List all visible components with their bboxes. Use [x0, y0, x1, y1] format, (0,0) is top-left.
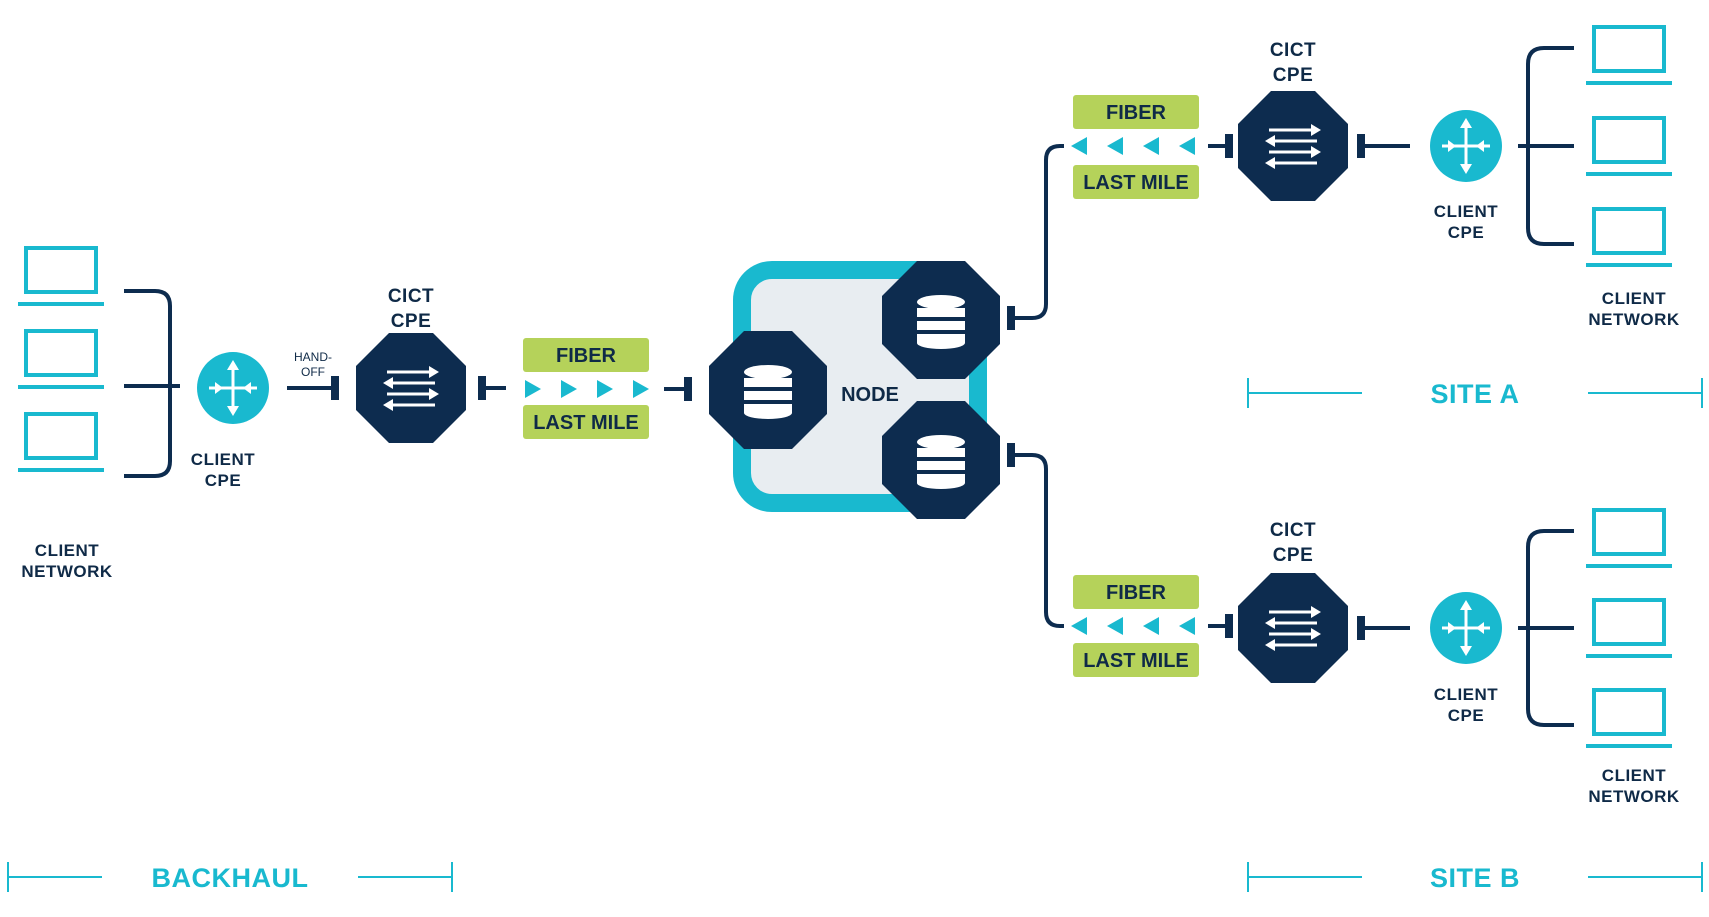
site-b-client-network: CLIENT NETWORK	[1526, 508, 1680, 806]
laptop-icon	[16, 329, 106, 389]
database-icon	[882, 401, 1000, 519]
client-network-label: CLIENT	[35, 541, 100, 560]
client-network-label: CLIENT	[1602, 766, 1667, 785]
client-cpe-label: CPE	[1448, 706, 1484, 725]
site-b-fiber-band: FIBER LAST MILE	[1071, 575, 1199, 677]
laptop-icon	[1584, 598, 1674, 658]
site-b-client-cpe: CLIENT CPE	[1428, 590, 1504, 725]
client-network-label: NETWORK	[1588, 787, 1680, 806]
handoff-label: OFF	[301, 365, 325, 379]
site-b-bracket: SITE B	[1247, 862, 1703, 893]
fiber-label: FIBER	[1106, 102, 1167, 124]
arrow-left-icon	[1071, 617, 1195, 635]
left-client-network: CLIENT NETWORK	[16, 246, 180, 581]
last-mile-label: LAST MILE	[533, 412, 639, 434]
cict-cpe-label: CPE	[1273, 545, 1314, 566]
connector-end	[1225, 134, 1233, 158]
laptop-icon	[1584, 25, 1674, 85]
router-icon	[1428, 590, 1504, 666]
client-cpe-label: CPE	[1448, 223, 1484, 242]
client-cpe-label: CLIENT	[1434, 685, 1499, 704]
handoff-label: HAND-	[294, 350, 332, 364]
laptop-icon	[1584, 508, 1674, 568]
left-cict-cpe: CICT CPE	[354, 286, 468, 445]
last-mile-label: LAST MILE	[1083, 172, 1189, 194]
laptop-icon	[1584, 688, 1674, 748]
connector-end	[331, 376, 339, 400]
switch-icon	[354, 331, 468, 445]
site-a-bracket: SITE A	[1247, 378, 1703, 409]
left-client-cpe: CLIENT CPE	[191, 350, 271, 490]
site-b-title: SITE B	[1430, 863, 1520, 893]
switch-icon	[1236, 571, 1350, 685]
client-cpe-label: CLIENT	[191, 450, 256, 469]
site-b-cict-cpe: CICT CPE	[1236, 520, 1350, 685]
client-network-label: CLIENT	[1602, 289, 1667, 308]
site-a-cict-cpe: CICT CPE	[1236, 40, 1350, 203]
node-label: NODE	[841, 384, 899, 406]
fiber-last-mile-band: FIBER LAST MILE	[523, 338, 649, 439]
fiber-label: FIBER	[556, 345, 617, 367]
laptop-icon	[16, 246, 106, 306]
client-cpe-label: CLIENT	[1434, 202, 1499, 221]
database-icon	[709, 331, 827, 449]
connector-end	[1225, 614, 1233, 638]
database-icon	[882, 261, 1000, 379]
client-network-label: NETWORK	[21, 562, 113, 581]
backhaul-bracket: BACKHAUL	[7, 862, 453, 893]
switch-icon	[1236, 89, 1350, 203]
router-icon	[195, 350, 271, 426]
laptop-icon	[1584, 116, 1674, 176]
laptop-icon	[16, 412, 106, 472]
client-cpe-label: CPE	[205, 471, 241, 490]
site-a-client-network: CLIENT NETWORK	[1526, 25, 1680, 329]
last-mile-label: LAST MILE	[1083, 650, 1189, 672]
backhaul-title: BACKHAUL	[152, 863, 309, 893]
arrow-left-icon	[1071, 137, 1195, 155]
node: NODE	[709, 261, 1000, 519]
cict-cpe-label: CPE	[391, 311, 432, 332]
router-icon	[1428, 108, 1504, 184]
cict-cpe-label: CICT	[1270, 520, 1316, 541]
site-a-client-cpe: CLIENT CPE	[1428, 108, 1504, 242]
cict-cpe-label: CPE	[1273, 65, 1314, 86]
cict-cpe-label: CICT	[388, 286, 434, 307]
connector-end	[684, 377, 692, 401]
client-network-label: NETWORK	[1588, 310, 1680, 329]
arrow-right-icon	[525, 380, 649, 398]
site-a-title: SITE A	[1430, 379, 1519, 409]
laptop-icon	[1584, 207, 1674, 267]
fiber-label: FIBER	[1106, 582, 1167, 604]
cict-cpe-label: CICT	[1270, 40, 1316, 61]
site-a-fiber-band: FIBER LAST MILE	[1071, 95, 1199, 199]
